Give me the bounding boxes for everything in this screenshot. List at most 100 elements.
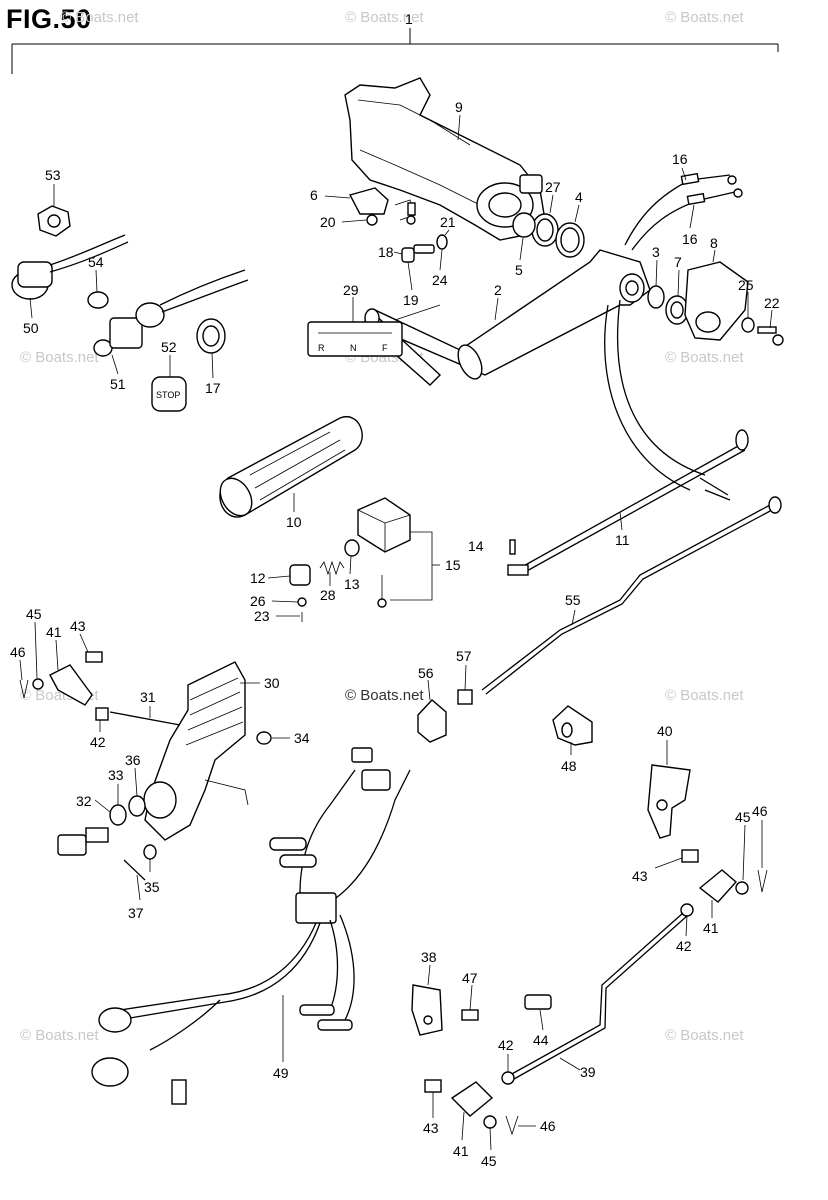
callout-8: 8: [710, 235, 718, 251]
collar-part-5: [512, 212, 536, 238]
link-rod-part-55: [481, 496, 782, 695]
washer-part-25: [741, 317, 755, 333]
watermark: © Boats.net: [345, 9, 424, 26]
switch-part-50: [11, 234, 129, 300]
callout-12: 12: [250, 570, 266, 586]
callout-33: 33: [108, 767, 124, 783]
callout-42-right: 42: [676, 938, 692, 954]
bracket-part-40: [647, 764, 691, 839]
bolt-part-32: [57, 827, 109, 856]
callout-2: 2: [494, 282, 502, 298]
leader-lines: [19, 114, 773, 1151]
callout-53: 53: [45, 167, 61, 183]
callout-49: 49: [273, 1065, 289, 1081]
nut-part-42: [680, 903, 694, 917]
callout-46-left: 46: [10, 644, 26, 660]
callout-46-right: 46: [752, 803, 768, 819]
callout-46-bottom: 46: [540, 1118, 556, 1134]
bolt-part-43: [681, 849, 699, 863]
shift-plate-neutral: N: [350, 343, 357, 353]
nut-part-53: [37, 205, 71, 237]
washer-part-54: [87, 291, 109, 309]
clip-part-41: [450, 1081, 494, 1117]
callout-42-left: 42: [90, 734, 106, 750]
cable-loop: [604, 299, 731, 501]
callout-32: 32: [76, 793, 92, 809]
shift-lever-part-30: [143, 661, 249, 841]
callout-11: 11: [615, 532, 630, 548]
shift-plate-reverse: R: [318, 343, 325, 353]
bolt-part-43: [85, 651, 103, 663]
callout-36: 36: [125, 752, 141, 768]
group-bracket: [11, 28, 779, 74]
watermarks: © Boats.net © Boats.net © Boats.net © Bo…: [20, 9, 744, 1044]
bracket-part-38: [411, 984, 443, 1036]
bolt-part-44: [524, 994, 552, 1010]
callout-55: 55: [565, 592, 581, 608]
callout-18: 18: [378, 244, 394, 260]
callout-43-right: 43: [632, 868, 648, 884]
tiller-bracket-part: [344, 77, 546, 241]
callout-31: 31: [140, 689, 156, 705]
bolt-part-43: [424, 1079, 442, 1093]
spring-part-28: [319, 560, 345, 576]
watermark: © Boats.net: [20, 1027, 99, 1044]
watermark: © Boats.net: [60, 9, 139, 26]
callout-13: 13: [344, 576, 360, 592]
callout-16-upper: 16: [672, 151, 688, 167]
washer-part-24: [436, 234, 448, 250]
pin-part-18: [401, 244, 435, 263]
cable-part-11: [507, 429, 749, 576]
washer-part-34: [256, 731, 272, 745]
callout-57: 57: [456, 648, 472, 664]
wire-harness-part-49: [91, 747, 411, 1105]
callout-41-bottom: 41: [453, 1143, 469, 1159]
callout-40: 40: [657, 723, 673, 739]
watermark: © Boats.net: [20, 349, 99, 366]
callout-35: 35: [144, 879, 160, 895]
ring-part-4: [555, 222, 585, 258]
pin-part-37: [123, 859, 146, 881]
figure-title: FIG.50: [6, 4, 92, 34]
callout-15: 15: [445, 557, 461, 573]
callout-44: 44: [533, 1032, 549, 1048]
bracket-part-6: [348, 187, 416, 221]
clip-part-41: [49, 664, 93, 706]
callout-51: 51: [110, 376, 126, 392]
rod-part-31: [109, 711, 181, 726]
grommet-part-17: [196, 318, 226, 354]
watermark: © Boats.net: [665, 9, 744, 26]
shift-plate-part-29: R N F: [307, 321, 403, 357]
watermark: © Boats.net: [665, 349, 744, 366]
washer-part-3: [647, 285, 665, 309]
watermark: © Boats.net: [665, 687, 744, 704]
callout-16-lower: 16: [682, 231, 698, 247]
callout-45-left: 45: [26, 606, 42, 622]
rod-part-39: [509, 912, 688, 1080]
cover-part-8: [684, 261, 749, 341]
callout-26: 26: [250, 593, 266, 609]
bolt-part-47: [461, 1009, 479, 1021]
callout-14: 14: [468, 538, 484, 554]
callout-21: 21: [440, 214, 456, 230]
stop-cap-label: STOP: [156, 390, 180, 400]
callout-52: 52: [161, 339, 177, 355]
callout-30: 30: [264, 675, 280, 691]
callout-38: 38: [421, 949, 437, 965]
ring-part-36: [128, 795, 146, 817]
grip-part-10: [219, 415, 363, 518]
callout-20: 20: [320, 214, 336, 230]
nut-part-42: [95, 707, 109, 721]
callout-43-bottom: 43: [423, 1120, 439, 1136]
callout-42-bottom: 42: [498, 1037, 514, 1053]
callout-37: 37: [128, 905, 144, 921]
callout-29: 29: [343, 282, 359, 298]
callout-34: 34: [294, 730, 310, 746]
switch-part-51: [93, 269, 249, 357]
callout-41-right: 41: [703, 920, 719, 936]
screw-part-15: [377, 575, 387, 608]
callout-54: 54: [88, 254, 104, 270]
washer-part-35: [143, 844, 157, 860]
callout-45-bottom: 45: [481, 1153, 497, 1169]
